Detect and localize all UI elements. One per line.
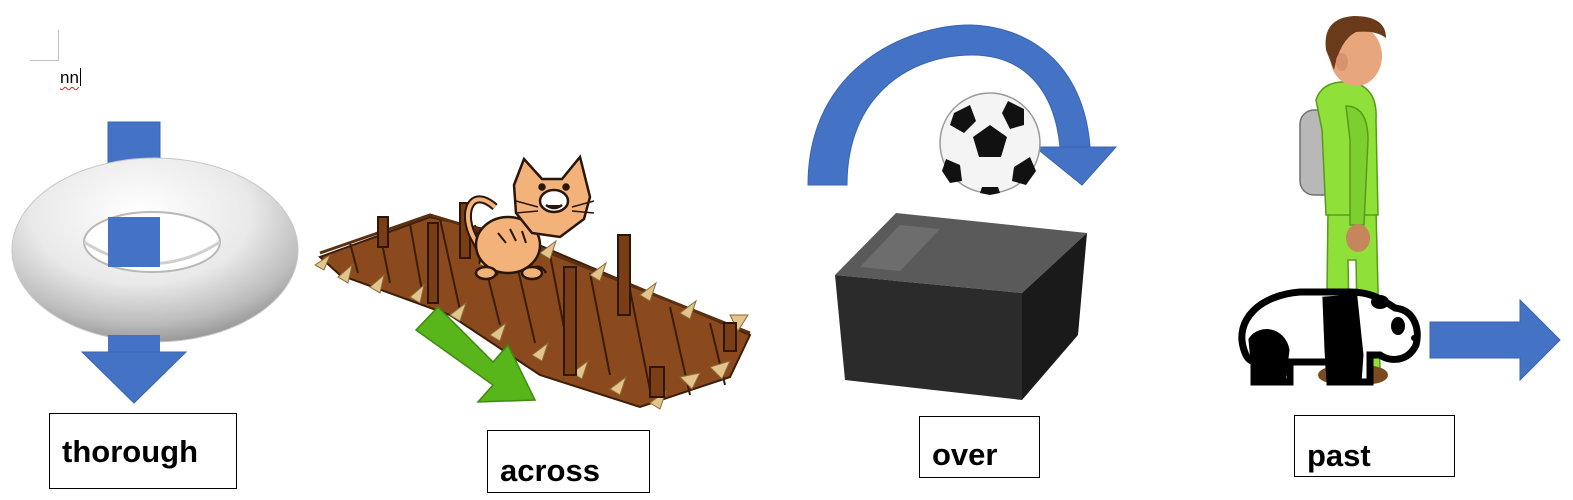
box-image <box>835 213 1087 400</box>
label-through: thorough <box>49 413 237 489</box>
text-caret <box>79 68 81 86</box>
panda-icon <box>1238 288 1421 386</box>
past-arrow <box>1429 298 1561 382</box>
cat-image <box>463 154 595 281</box>
through-arrow-head <box>80 335 188 404</box>
page-margin-corner <box>30 30 59 61</box>
misspelled-word: nn <box>60 68 79 87</box>
typed-text[interactable]: nn <box>60 68 81 88</box>
through-illustration <box>11 121 299 404</box>
across-arrow <box>414 305 537 403</box>
across-illustration <box>314 154 752 410</box>
past-illustration <box>1238 16 1561 386</box>
soccer-ball-image <box>939 92 1041 195</box>
through-arrow-shaft-middle <box>108 217 160 267</box>
over-arrow <box>807 24 1118 186</box>
label-past: past <box>1294 415 1455 477</box>
label-across: across <box>487 430 650 493</box>
over-illustration <box>807 24 1118 400</box>
bridge-image <box>314 202 752 410</box>
label-over: over <box>919 416 1040 478</box>
